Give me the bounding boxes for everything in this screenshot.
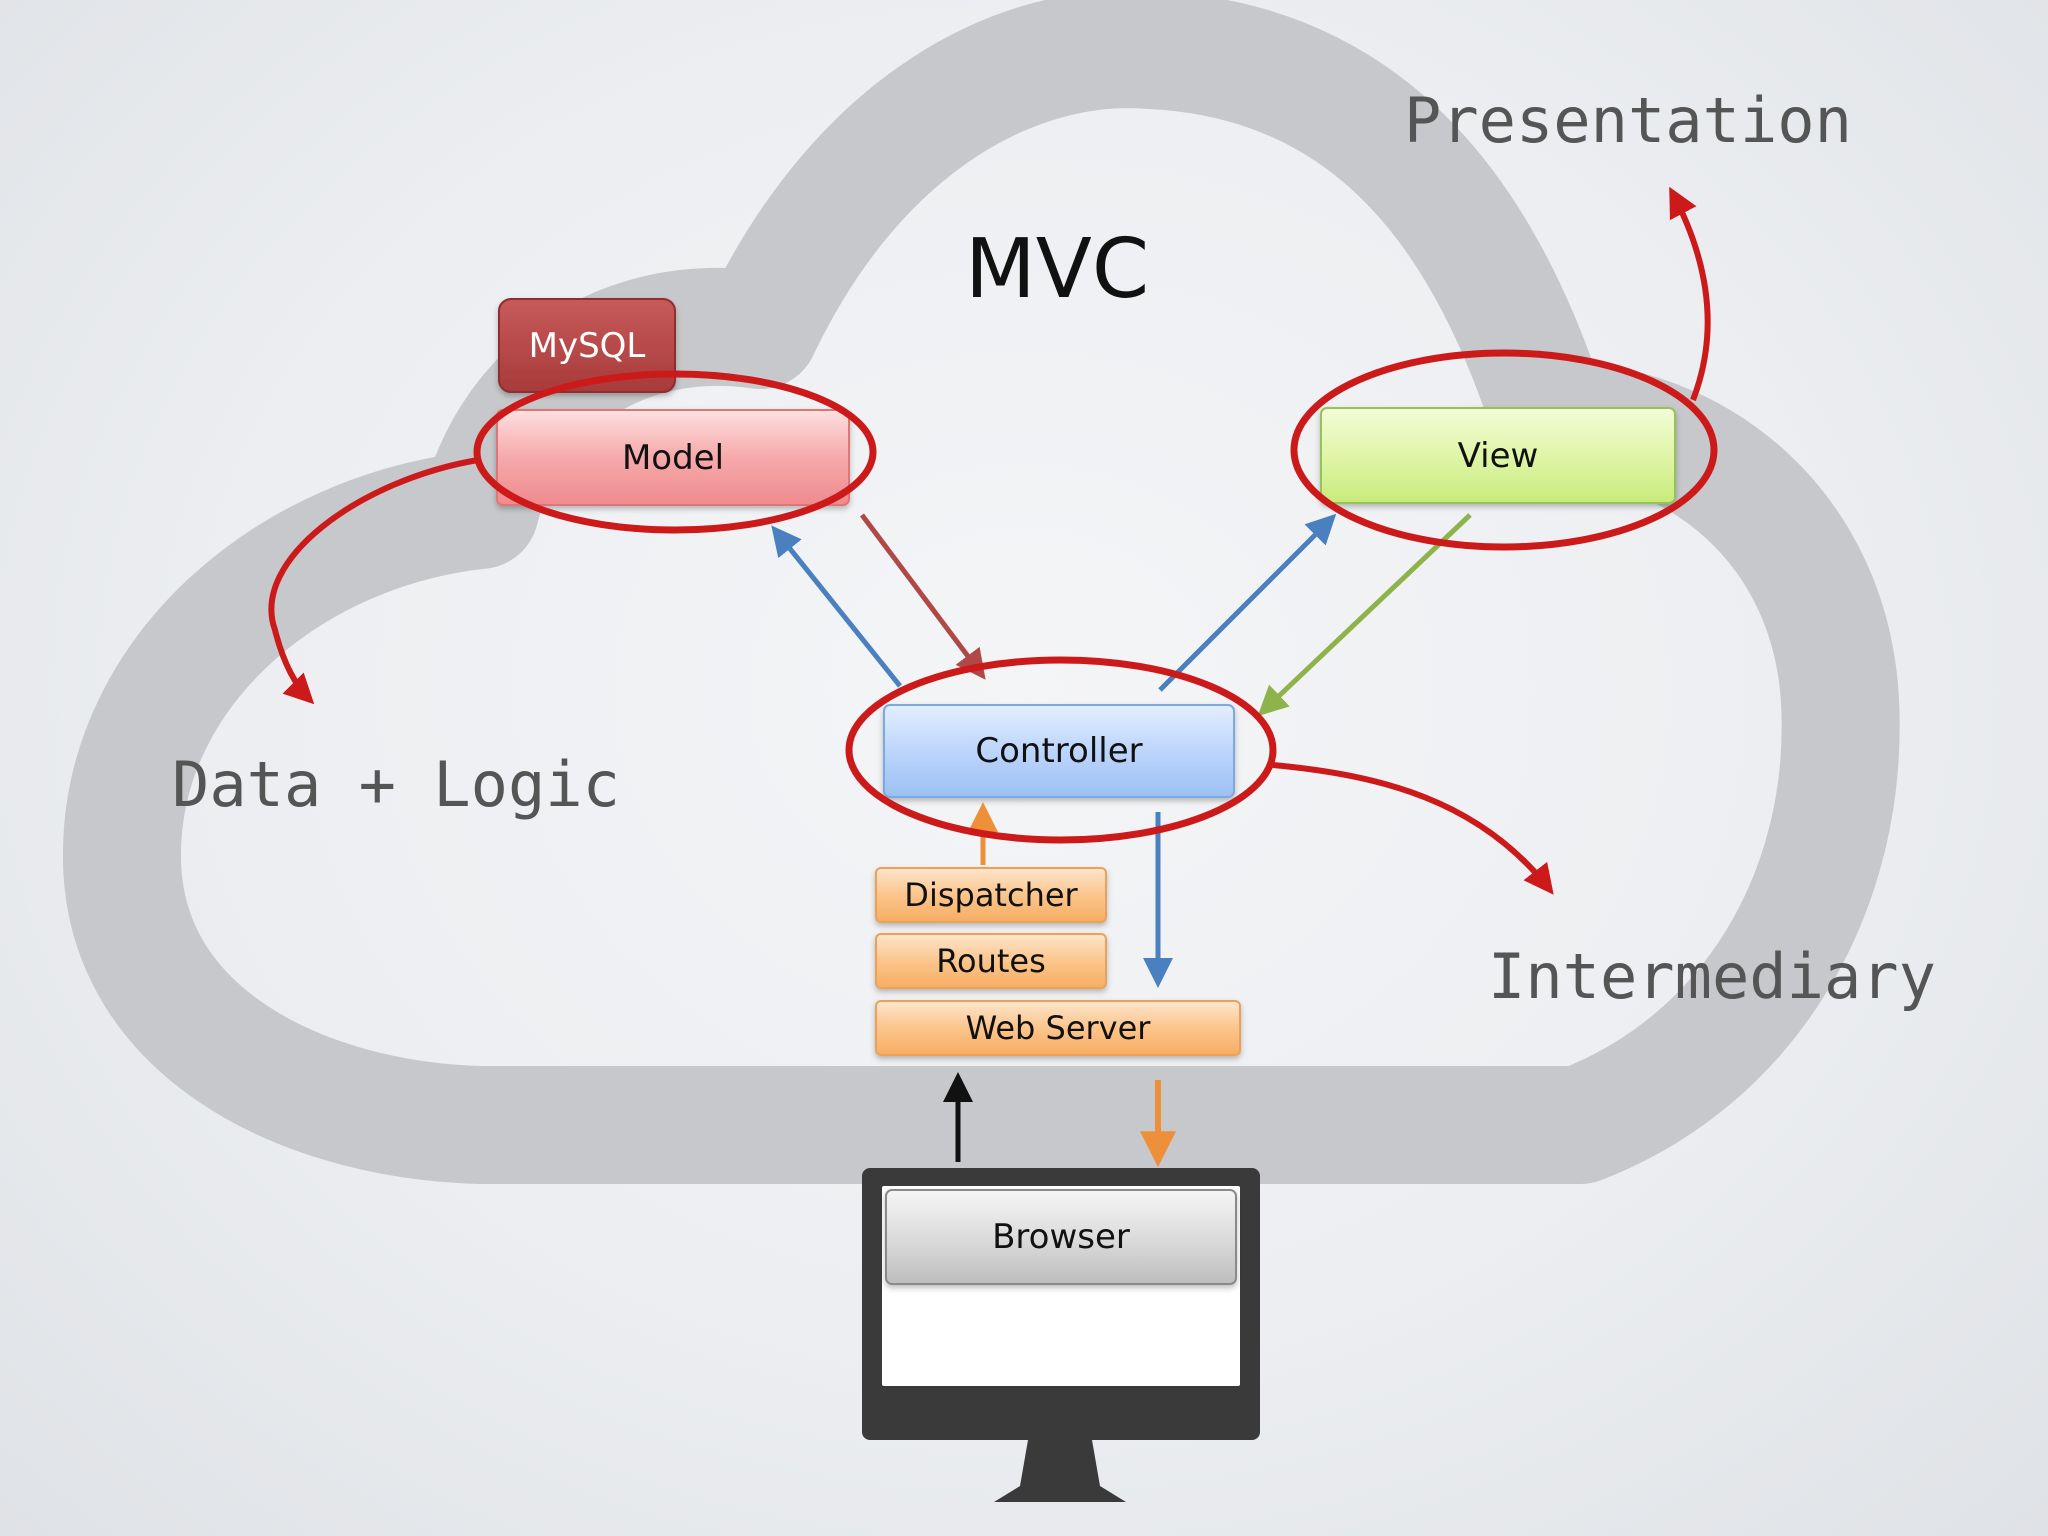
model-highlight-ellipse xyxy=(473,370,877,534)
data-logic-annotation-arrow xyxy=(268,457,479,705)
routes-box[interactable] xyxy=(875,933,1107,989)
dispatcher-box[interactable] xyxy=(875,867,1107,923)
view-box[interactable] xyxy=(1320,407,1676,504)
view-highlight-ellipse xyxy=(1290,349,1718,551)
web-server-box[interactable] xyxy=(875,1000,1241,1056)
browser-box[interactable] xyxy=(885,1189,1237,1285)
arrow-model-to-controller xyxy=(860,513,986,680)
model-box[interactable] xyxy=(496,409,850,506)
arrow-controller-to-model xyxy=(771,525,902,688)
arrow-controller-to-view xyxy=(1158,513,1337,692)
intermediary-annotation-arrow xyxy=(1272,762,1554,895)
controller-box[interactable] xyxy=(883,704,1235,798)
cloud-outline xyxy=(63,0,1900,1184)
arrow-view-to-controller xyxy=(1257,513,1472,717)
controller-highlight-ellipse xyxy=(845,656,1277,844)
monitor-stand xyxy=(994,1440,1126,1502)
presentation-annotation-arrow xyxy=(1669,186,1711,402)
mysql-box[interactable] xyxy=(498,298,676,393)
